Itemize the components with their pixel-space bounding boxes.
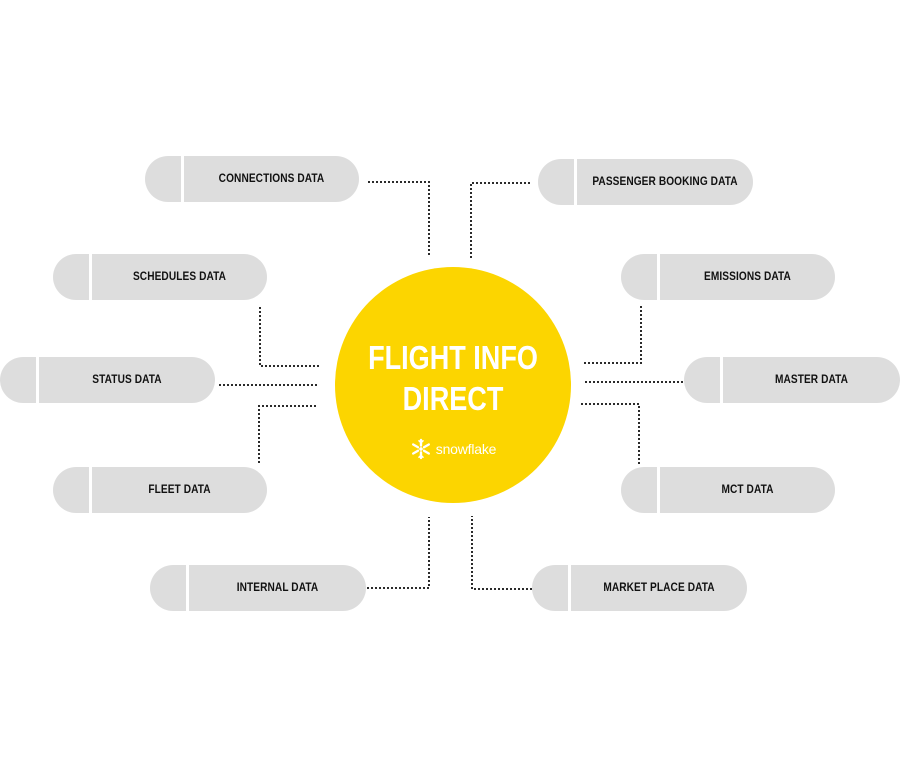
pill-divider bbox=[89, 467, 92, 513]
connector-market-place bbox=[471, 516, 532, 590]
node-label: CONNECTIONS DATA bbox=[218, 173, 325, 185]
node-emissions: EMISSIONS DATA bbox=[621, 254, 835, 300]
node-fleet: FLEET DATA bbox=[53, 467, 267, 513]
node-label: STATUS DATA bbox=[92, 374, 162, 386]
pill-divider bbox=[89, 254, 92, 300]
pill-divider bbox=[720, 357, 723, 403]
pill-divider bbox=[574, 159, 577, 205]
pill-divider bbox=[36, 357, 39, 403]
node-schedules: SCHEDULES DATA bbox=[53, 254, 267, 300]
node-status: STATUS DATA bbox=[0, 357, 215, 403]
node-label: INTERNAL DATA bbox=[236, 582, 319, 594]
node-internal: INTERNAL DATA bbox=[150, 565, 366, 611]
node-label: MARKET PLACE DATA bbox=[603, 582, 715, 594]
node-label: SCHEDULES DATA bbox=[132, 271, 227, 283]
hub-title: FLIGHT INFO DIRECT bbox=[356, 337, 550, 419]
connector-fleet bbox=[258, 405, 318, 463]
connector-schedules bbox=[259, 307, 319, 367]
node-passenger-booking: PASSENGER BOOKING DATA bbox=[538, 159, 753, 205]
connector-mct bbox=[580, 403, 640, 464]
node-label: MASTER DATA bbox=[774, 374, 849, 386]
snowflake-icon bbox=[411, 438, 430, 460]
node-market-place: MARKET PLACE DATA bbox=[532, 565, 747, 611]
node-mct: MCT DATA bbox=[621, 467, 835, 513]
pill-divider bbox=[186, 565, 189, 611]
connector-passenger-booking bbox=[470, 182, 530, 258]
connector-connections bbox=[368, 181, 430, 257]
hub-title-line1: FLIGHT INFO bbox=[368, 339, 538, 376]
node-label: EMISSIONS DATA bbox=[704, 271, 791, 283]
connector-emissions bbox=[582, 306, 642, 364]
pill-divider bbox=[657, 467, 660, 513]
hub-title-line2: DIRECT bbox=[402, 380, 504, 417]
connector-internal bbox=[367, 517, 430, 589]
pill-divider bbox=[568, 565, 571, 611]
node-master: MASTER DATA bbox=[684, 357, 900, 403]
brand-logo: snowflake bbox=[335, 437, 571, 461]
node-label: FLEET DATA bbox=[148, 484, 211, 496]
hub-circle: FLIGHT INFO DIRECT snowflake bbox=[335, 267, 571, 503]
brand-name: snowflake bbox=[435, 441, 497, 457]
pill-divider bbox=[181, 156, 184, 202]
pill-divider bbox=[657, 254, 660, 300]
node-label: MCT DATA bbox=[721, 484, 774, 496]
node-connections: CONNECTIONS DATA bbox=[145, 156, 359, 202]
node-label: PASSENGER BOOKING DATA bbox=[592, 176, 738, 188]
